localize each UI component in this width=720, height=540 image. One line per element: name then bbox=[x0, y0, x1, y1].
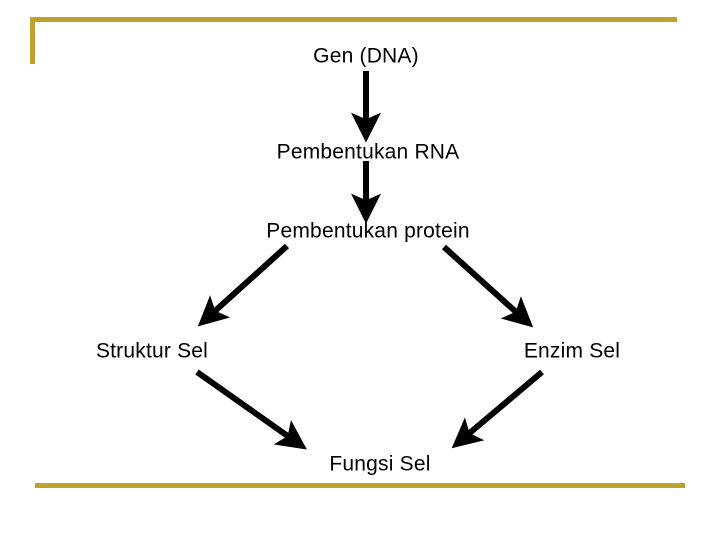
frame-left-rule bbox=[30, 17, 35, 64]
flow-node-struktur: Struktur Sel bbox=[95, 339, 209, 363]
flow-node-fungsi: Fungsi Sel bbox=[329, 452, 431, 476]
flow-node-gen_dna: Gen (DNA) bbox=[313, 44, 419, 68]
flow-node-protein: Pembentukan protein bbox=[266, 219, 470, 243]
frame-top-rule bbox=[30, 17, 677, 22]
frame-bottom-rule bbox=[35, 483, 685, 488]
flow-node-enzim: Enzim Sel bbox=[523, 339, 621, 363]
flow-arrow-protein-to-struktur bbox=[197, 243, 290, 327]
flow-node-rna: Pembentukan RNA bbox=[276, 140, 460, 164]
flow-arrow-enzim-to-fungsi bbox=[451, 369, 544, 449]
flow-arrow-struktur-to-fungsi bbox=[195, 369, 307, 450]
flow-arrow-protein-to-enzim bbox=[441, 244, 534, 328]
